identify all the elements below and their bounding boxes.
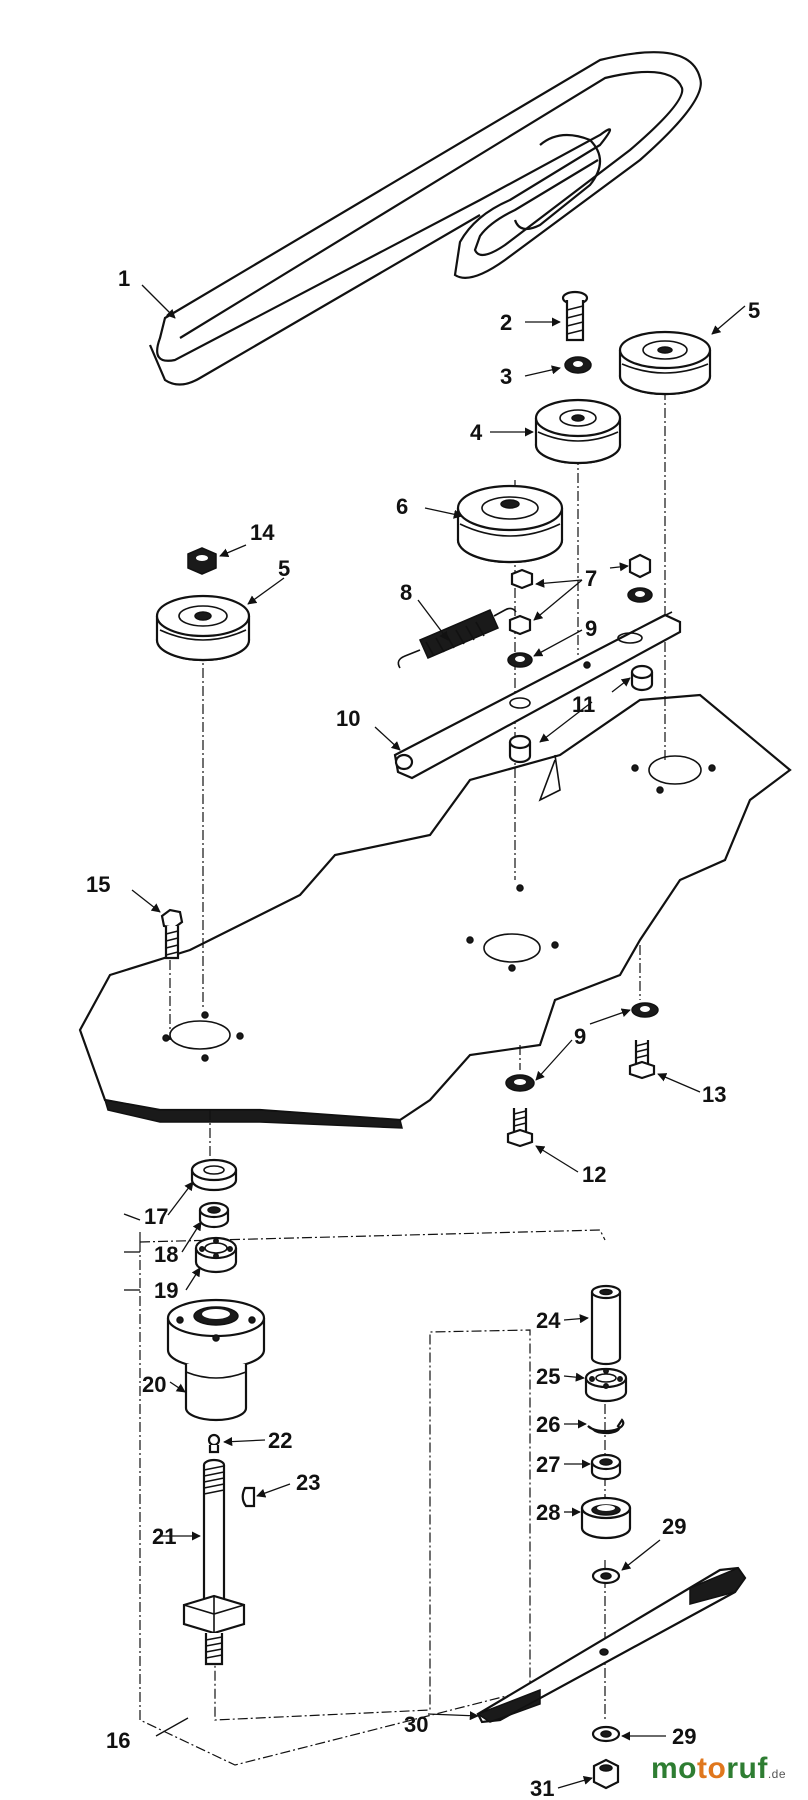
spacer-part-18 [198,1201,230,1229]
spacers-part-11 [508,664,654,764]
pulley-part-5-left [155,594,251,662]
label-part-19: 19 [154,1278,178,1303]
washers-part-29 [591,1567,621,1743]
snap-ring-part-26 [587,1418,625,1435]
washers-part-9 [507,587,659,1018]
nut-part-31 [592,1758,620,1790]
nuts-part-7 [508,553,652,636]
label-part-9-top: 9 [585,616,597,641]
label-part-18: 18 [154,1242,178,1267]
label-part-25: 25 [536,1364,560,1389]
seal-part-28 [580,1496,632,1540]
spindle-assembly-bracket-16 [139,1229,606,1766]
watermark-part-3: ruf [726,1752,768,1785]
label-part-27: 27 [536,1452,560,1477]
label-part-29-bottom: 29 [672,1724,696,1749]
drive-pulley-part-6 [456,484,564,564]
label-part-8: 8 [400,580,412,605]
idler-arm-part-10 [393,611,682,780]
label-part-31: 31 [530,1776,554,1800]
label-part-5-right: 5 [748,298,760,323]
assembly-center-lines [169,390,666,1720]
watermark-part-2: to [696,1752,727,1785]
label-part-9-bottom: 9 [574,1024,586,1049]
nut-part-14 [187,547,217,575]
spacer-part-27 [590,1453,622,1481]
bolt-part-2 [561,290,589,342]
spindle-shaft-part-21 [182,1458,246,1666]
label-part-13: 13 [702,1082,726,1107]
grease-fitting-part-22 [207,1433,221,1454]
sleeve-part-24 [590,1284,622,1366]
blade-part-30 [476,1566,747,1724]
label-part-3: 3 [500,364,512,389]
seal-part-17 [190,1158,238,1192]
label-part-6: 6 [396,494,408,519]
label-part-21: 21 [152,1524,176,1549]
watermark-suffix: .de [767,1767,786,1781]
label-part-23: 23 [296,1470,320,1495]
bolt-part-12 [505,1074,535,1148]
label-part-5-left: 5 [278,556,290,581]
idler-pulley-part-4 [534,398,622,465]
spring-part-8 [397,607,517,669]
label-part-15: 15 [86,872,110,897]
label-part-28: 28 [536,1500,560,1525]
label-part-7: 7 [585,566,597,591]
motoruf-watermark: motoruf.de [651,1752,786,1786]
bolt-part-15 [160,908,184,960]
label-part-10: 10 [336,706,360,731]
label-part-17: 17 [144,1204,168,1229]
label-part-30: 30 [404,1712,428,1737]
label-part-26: 26 [536,1412,560,1437]
bearing-part-25 [584,1367,628,1403]
leader-lines [123,284,746,1789]
label-part-22: 22 [268,1428,292,1453]
label-part-29-top: 29 [662,1514,686,1539]
v-belt-part-1 [148,51,702,386]
bearing-part-19 [194,1236,238,1274]
label-part-16: 16 [106,1728,130,1753]
pulley-part-5-right [618,330,712,396]
label-part-1: 1 [118,266,130,291]
label-part-20: 20 [142,1372,166,1397]
bolt-part-13 [628,1040,656,1080]
watermark-part-1: mo [650,1752,697,1785]
label-part-11: 11 [572,692,595,717]
label-part-4: 4 [470,420,483,445]
label-part-14: 14 [250,520,275,545]
label-part-2: 2 [500,310,512,335]
spindle-housing-part-20 [166,1298,266,1422]
part-number-labels: 1 2 3 4 5 6 7 8 9 10 11 14 5 15 9 13 12 … [86,266,760,1800]
label-part-12: 12 [582,1162,606,1187]
washer-part-3 [564,356,592,374]
label-part-24: 24 [536,1308,561,1333]
key-part-23 [241,1486,256,1508]
